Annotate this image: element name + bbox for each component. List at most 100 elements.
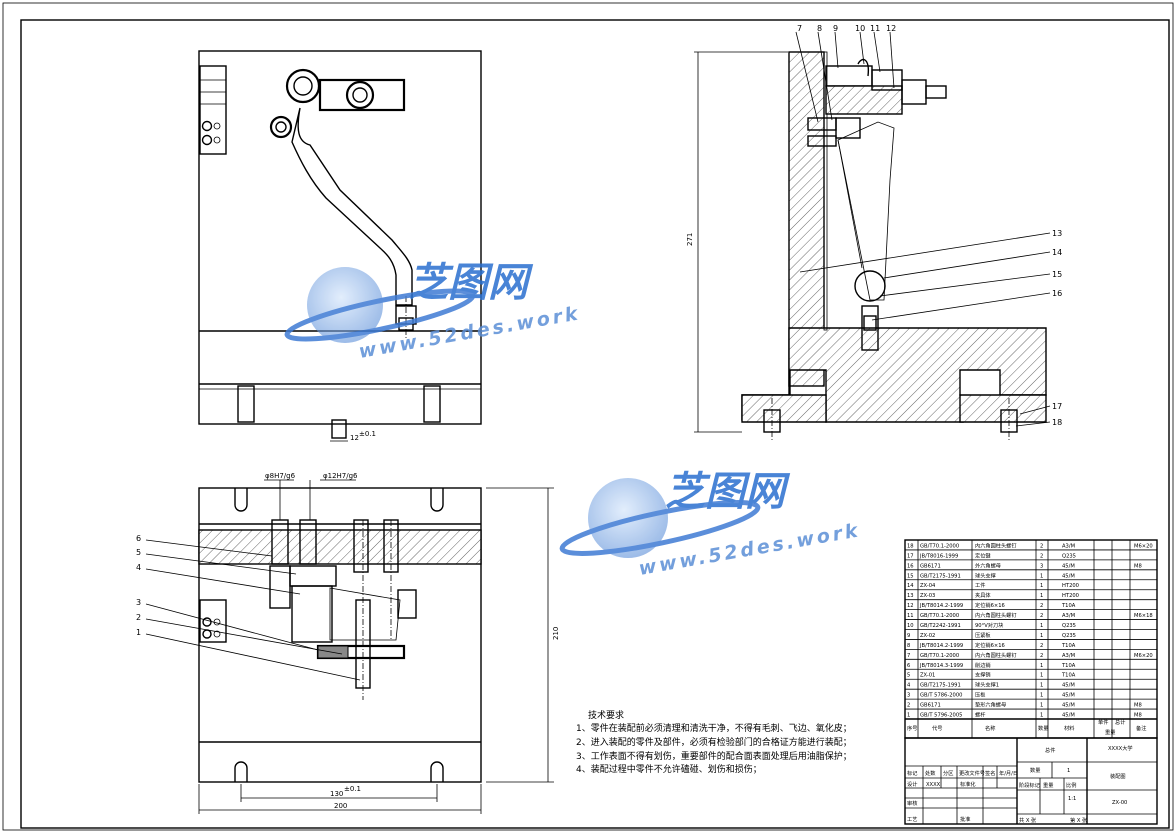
plan-dim-130-tol: ±0.1 <box>344 785 361 793</box>
tb-row-design: 设计 <box>907 780 917 788</box>
balloon-9: 9 <box>833 24 838 33</box>
balloon-14: 14 <box>1052 248 1062 257</box>
bom-cell-mat: A3/M <box>1062 543 1075 549</box>
bom-cell-no: 11 <box>907 613 914 619</box>
bom-header-note: 备注 <box>1136 724 1146 732</box>
tb-design-name: XXXX <box>926 782 941 788</box>
bom-cell-name: 外六角螺母 <box>975 561 1001 569</box>
bom-header-no: 序号 <box>907 724 917 732</box>
bom-cell-code: GB/T 5786-2000 <box>920 693 962 699</box>
tech-req-item-3: 3、工作表面不得有划伤，重要部件的配合面表面处理后用油脂保护； <box>576 750 852 762</box>
tb-scale-label: 比例 <box>1066 781 1076 789</box>
bom-cell-code: GB/T2175-1991 <box>920 573 961 579</box>
bom-cell-qty: 2 <box>1040 603 1043 609</box>
bom-header-name: 名称 <box>985 724 995 732</box>
rev-col-header: 签名 <box>985 769 995 777</box>
bom-cell-code: GB/T2242-1991 <box>920 623 961 629</box>
bom-cell-code: GB/T70.1-2000 <box>920 543 959 549</box>
tb-scale-value: 1:1 <box>1068 796 1076 802</box>
bom-cell-mat: Q235 <box>1062 623 1076 629</box>
fit-8h7g6: φ8H7/g6 <box>265 472 296 480</box>
bom-cell-code: JB/T8014.3-1999 <box>919 663 963 669</box>
rev-col-header: 分区 <box>943 769 953 777</box>
bom-cell-qty: 1 <box>1040 623 1043 629</box>
bom-cell-qty: 1 <box>1040 573 1043 579</box>
bom-cell-qty: 1 <box>1040 713 1043 719</box>
tb-part: 总件 <box>1045 746 1055 754</box>
bom-cell-no: 1 <box>907 713 910 719</box>
bom-cell-qty: 1 <box>1040 693 1043 699</box>
bom-cell-name: 夹具体 <box>975 591 991 599</box>
tech-req-item-1: 1、零件在装配前必须清理和清洗干净，不得有毛刺、飞边、氧化皮； <box>576 722 852 734</box>
bom-cell-name: 内六角圆柱头螺钉 <box>975 541 1017 549</box>
bom-cell-qty: 1 <box>1040 593 1043 599</box>
watermark-cn-1: 芝图网 <box>408 260 534 306</box>
title-block: 标记处数分区更改文件号签名年/月/日 设计 XXXX 标准化 审核 工艺 批准 … <box>904 737 1158 825</box>
side-section-view: 271 7 8 9 10 11 12 13 14 15 16 17 18 <box>686 24 1062 440</box>
bom-cell-qty: 2 <box>1040 653 1043 659</box>
bom-cell-qty: 1 <box>1040 633 1043 639</box>
bom-cell-no: 10 <box>907 623 914 629</box>
bom-header-mat: 材料 <box>1064 724 1074 732</box>
balloon-1: 1 <box>136 628 141 637</box>
technical-requirements: 技术要求 1、零件在装配前必须清理和清洗干净，不得有毛刺、飞边、氧化皮； 2、进… <box>576 709 852 775</box>
bom-cell-name: 球头支撑 <box>975 571 996 579</box>
bom-cell-code: ZX-02 <box>920 633 935 639</box>
bom-cell-mat: A3/M <box>1062 613 1075 619</box>
bom-cell-qty: 1 <box>1040 703 1043 709</box>
bom-cell-no: 15 <box>907 573 914 579</box>
balloon-8: 8 <box>817 24 822 33</box>
bom-cell-code: ZX-01 <box>920 673 935 679</box>
tech-req-item-4: 4、装配过程中零件不允许磕碰、划伤和损伤； <box>576 763 762 775</box>
bom-cell-name: 支撑销 <box>975 671 991 679</box>
bom-header-unit-weight: 单件 <box>1098 718 1108 726</box>
plan-dim-210: 210 <box>552 627 560 640</box>
tb-weight-label: 重量 <box>1043 781 1053 789</box>
plan-leaders <box>145 539 361 681</box>
bom-cell-qty: 1 <box>1040 583 1043 589</box>
balloon-11: 11 <box>870 24 880 33</box>
bom-cell-name: 球头支撑1 <box>975 681 999 689</box>
bom-cell-mat: T10A <box>1061 643 1076 649</box>
tb-qty-value: 1 <box>1067 768 1070 774</box>
bom-cell-no: 5 <box>907 673 910 679</box>
bom-cell-qty: 1 <box>1040 683 1043 689</box>
bom-cell-name: 螺杆 <box>975 711 985 719</box>
bom-cell-code: GB/T70.1-2000 <box>920 613 959 619</box>
bom-cell-mat: T10A <box>1061 663 1076 669</box>
bom-cell-name: 削边销 <box>975 661 991 669</box>
plan-view: φ8H7/g6 φ12H7/g6 210 130 ±0.1 200 6 5 4 … <box>136 472 560 814</box>
bom-cell-no: 13 <box>907 593 914 599</box>
balloon-10: 10 <box>855 24 865 33</box>
rev-col-header: 处数 <box>925 769 936 777</box>
plan-dim-130: 130 <box>330 790 343 798</box>
front-dim-12-tol: ±0.1 <box>359 430 376 438</box>
bom-cell-mat: A3/M <box>1062 653 1075 659</box>
tb-drawing-name: 装配图 <box>1110 772 1126 780</box>
bom-cell-mat: Q235 <box>1062 633 1076 639</box>
balloon-7: 7 <box>797 24 802 33</box>
rev-col-header: 更改文件号 <box>959 769 985 777</box>
tech-req-title: 技术要求 <box>588 709 624 721</box>
bom-cell-name: 90°V对刀块 <box>975 621 1004 629</box>
bom-cell-no: 14 <box>907 583 914 589</box>
bom-cell-note: M8 <box>1134 713 1142 719</box>
bom-cell-mat: 45/M <box>1062 563 1075 569</box>
tb-approve-label: 批准 <box>960 815 970 823</box>
balloon-2: 2 <box>136 613 141 622</box>
bom-cell-no: 17 <box>907 553 914 559</box>
bom-cell-code: JB/T8016-1999 <box>919 553 958 559</box>
balloon-16: 16 <box>1052 289 1062 298</box>
tb-stage-label: 阶段标记 <box>1019 781 1040 789</box>
bom-header-total-weight: 总计 <box>1115 718 1125 726</box>
bom-cell-mat: HT200 <box>1062 593 1079 599</box>
tb-row-process: 工艺 <box>907 816 917 823</box>
fit-12h7g6: φ12H7/g6 <box>323 472 358 480</box>
bom-cell-code: GB/T 5796-2005 <box>920 713 962 719</box>
bom-cell-no: 18 <box>907 543 914 549</box>
front-dim-12: 12 <box>350 434 359 442</box>
tb-std-label: 标准化 <box>960 780 976 788</box>
balloon-15: 15 <box>1052 270 1062 279</box>
tb-sheet-no: 第 X 张 <box>1070 816 1088 824</box>
